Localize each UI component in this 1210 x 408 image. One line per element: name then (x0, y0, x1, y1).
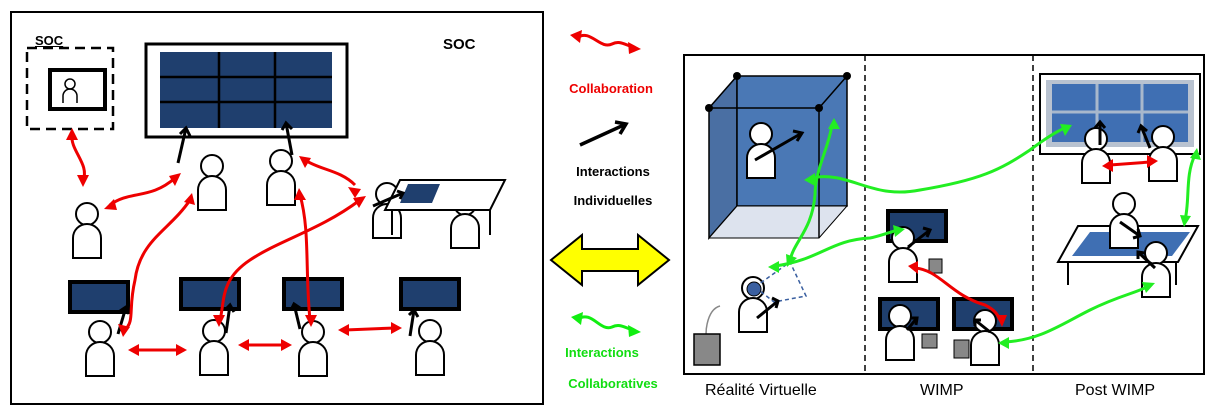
legend-collaboration-arrow (576, 34, 634, 49)
collaboration-arrowheads-left (66, 128, 402, 356)
legend-double-arrow (549, 232, 671, 288)
legend-individual-label-1: Interactions (576, 164, 650, 179)
legend-individual-label-2: Individuelles (573, 193, 653, 208)
person (197, 154, 227, 211)
person (85, 320, 115, 377)
person (885, 304, 915, 361)
person (199, 319, 229, 376)
person (970, 309, 1000, 366)
person (415, 319, 445, 376)
legend-collaborative-label-1: Interactions (565, 345, 639, 360)
person (266, 149, 296, 206)
section-label-vr: Réalité Virtuelle (705, 382, 817, 399)
wall-display (144, 42, 349, 139)
computer-tower (693, 333, 721, 366)
collaboration-arrows-left (70, 134, 396, 352)
soc-title: SOC (443, 36, 476, 53)
legend-collaborative-label-2: Collaboratives (568, 376, 658, 391)
person (888, 226, 918, 283)
individual-arrows-left (116, 120, 420, 337)
right-panel-frame (683, 54, 1205, 375)
soc-inset-frame (25, 46, 115, 131)
person (1109, 192, 1139, 249)
person (298, 320, 328, 377)
soc-inset-screen (48, 68, 107, 111)
legend-collaborative-arrow (577, 315, 634, 332)
post-wimp-wall (1039, 73, 1201, 155)
tabletop-display (383, 179, 507, 235)
vr-cube (705, 72, 851, 240)
section-label-post-wimp: Post WIMP (1075, 382, 1156, 399)
person (1148, 125, 1178, 182)
soc-inset-title: SOC (35, 33, 64, 48)
legend-collaboration-label: Collaboration (569, 81, 653, 96)
monitor (68, 280, 130, 314)
soc-panel-frame (10, 11, 544, 405)
legend-individual-arrow (579, 120, 629, 147)
section-label-wimp: WIMP (920, 382, 964, 399)
person (72, 202, 102, 259)
monitor (399, 277, 461, 311)
person (1081, 127, 1111, 184)
